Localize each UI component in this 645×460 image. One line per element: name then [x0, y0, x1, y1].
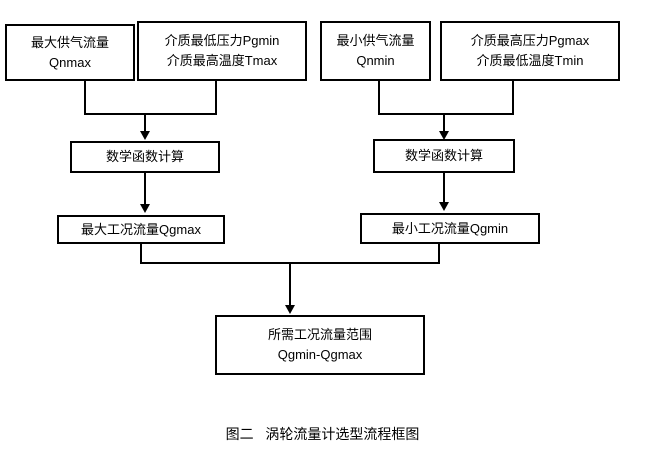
- connector-left-merge-bar: [84, 113, 217, 115]
- connector-qgmax-down: [140, 244, 142, 264]
- connector-math-right-to-qgmin: [443, 173, 445, 204]
- connector-max-supply-flow-down: [84, 81, 86, 115]
- node-max-pressure-min-temp-line1: 介质最高压力Pgmax: [470, 33, 590, 49]
- connector-math-left-to-qgmax: [144, 173, 146, 206]
- connector-left-merge-stem: [144, 113, 146, 134]
- node-min-pressure-max-temp-line1: 介质最低压力Pgmin: [164, 33, 280, 49]
- node-math-function-right: 数学函数计算: [373, 139, 515, 173]
- connector-bottom-merge-stem: [289, 262, 291, 307]
- node-required-flow-range: 所需工况流量范围 Qgmin-Qgmax: [215, 315, 425, 375]
- node-working-flow-min-label: 最小工况流量Qgmin: [391, 220, 509, 236]
- connector-min-pressure-max-temp-down: [215, 81, 217, 115]
- arrowhead-to-math-left: [140, 131, 150, 140]
- arrowhead-to-math-right: [439, 131, 449, 140]
- figure-caption: 图二 涡轮流量计选型流程框图: [225, 426, 420, 442]
- node-min-pressure-max-temp: 介质最低压力Pgmin 介质最高温度Tmax: [137, 21, 307, 81]
- node-max-pressure-min-temp: 介质最高压力Pgmax 介质最低温度Tmin: [440, 21, 620, 81]
- node-max-supply-flow-line1: 最大供气流量: [30, 34, 109, 50]
- connector-min-supply-flow-down: [378, 81, 380, 115]
- arrowhead-to-qgmin: [439, 202, 449, 211]
- arrowhead-to-qgmax: [140, 204, 150, 213]
- node-min-pressure-max-temp-line2: 介质最高温度Tmax: [166, 53, 278, 68]
- arrowhead-to-required-flow-range: [285, 305, 295, 314]
- node-max-supply-flow-line2: Qnmax: [49, 54, 91, 70]
- node-working-flow-min: 最小工况流量Qgmin: [360, 213, 540, 244]
- node-max-supply-flow: 最大供气流量 Qnmax: [5, 24, 135, 81]
- connector-max-pressure-min-temp-down: [512, 81, 514, 115]
- node-math-function-left: 数学函数计算: [70, 141, 220, 173]
- node-required-flow-range-line2: Qgmin-Qgmax: [277, 347, 363, 362]
- node-min-supply-flow: 最小供气流量 Qnmin: [320, 21, 431, 81]
- node-min-supply-flow-line1: 最小供气流量: [336, 33, 415, 49]
- node-required-flow-range-line1: 所需工况流量范围: [267, 327, 372, 343]
- node-working-flow-max: 最大工况流量Qgmax: [57, 215, 225, 244]
- node-math-function-right-label: 数学函数计算: [404, 148, 483, 164]
- node-min-supply-flow-line2: Qnmin: [356, 53, 395, 68]
- node-math-function-left-label: 数学函数计算: [105, 149, 184, 165]
- connector-right-merge-bar: [378, 113, 514, 115]
- connector-qgmin-down: [438, 244, 440, 264]
- connector-right-merge-stem: [443, 113, 445, 134]
- node-max-pressure-min-temp-line2: 介质最低温度Tmin: [476, 53, 584, 68]
- node-working-flow-max-label: 最大工况流量Qgmax: [81, 221, 201, 237]
